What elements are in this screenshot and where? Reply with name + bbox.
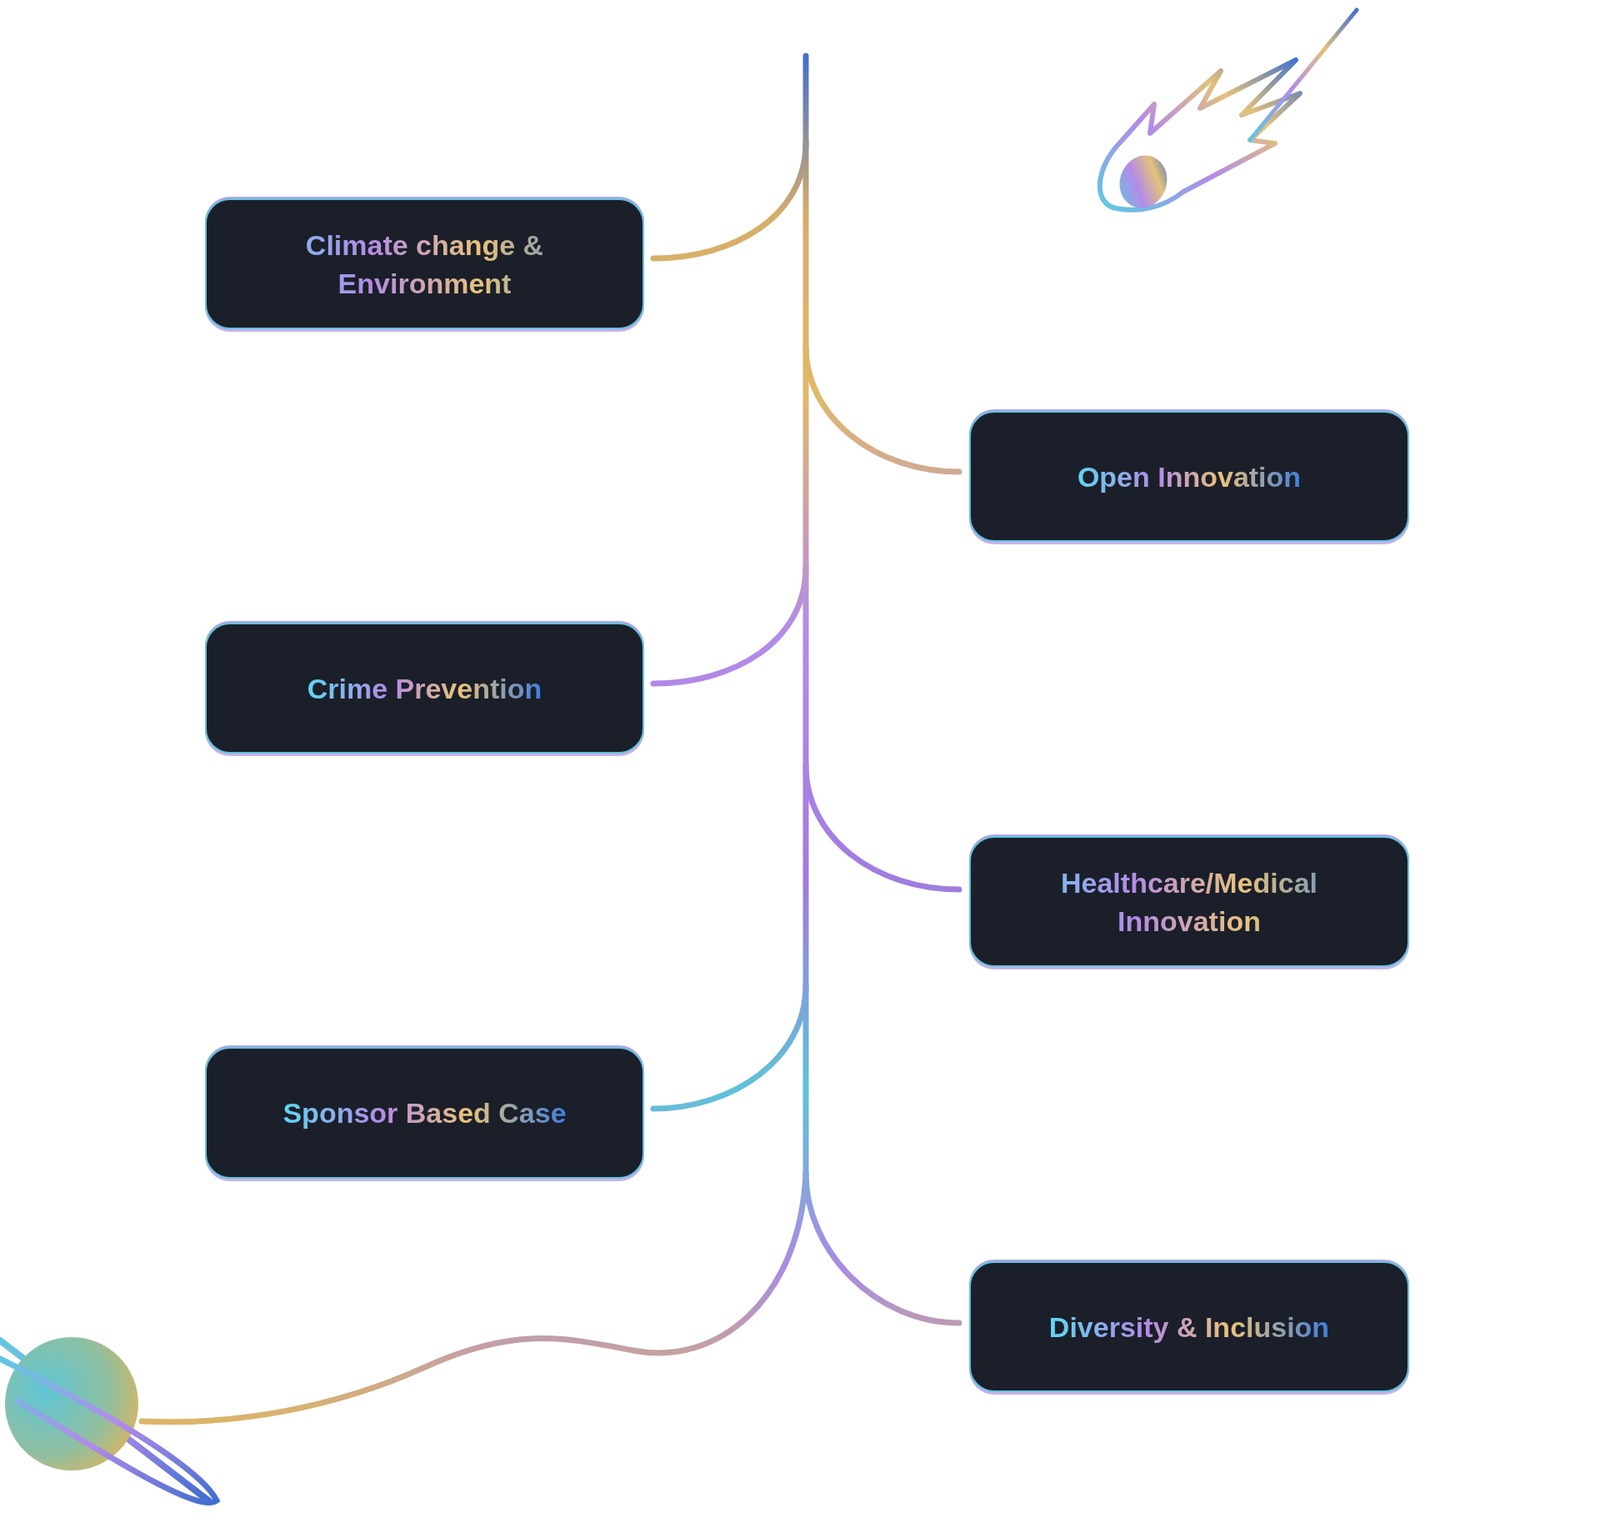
branch-line bbox=[805, 1173, 960, 1323]
tree-lines bbox=[141, 55, 960, 1422]
comet-icon bbox=[1100, 10, 1357, 215]
topic-box: Climate change & Environment bbox=[205, 198, 645, 330]
topic-box: Diversity & Inclusion bbox=[969, 1260, 1410, 1392]
branch-line bbox=[653, 566, 806, 684]
topic-box: Open Innovation bbox=[969, 410, 1410, 542]
topic-box: Sponsor Based Case bbox=[205, 1046, 645, 1179]
topic-label: Healthcare/Medical Innovation bbox=[1005, 863, 1373, 940]
topic-label: Open Innovation bbox=[1077, 457, 1301, 496]
planet-icon bbox=[0, 1336, 217, 1502]
topic-box: Healthcare/Medical Innovation bbox=[969, 835, 1410, 967]
branch-line bbox=[805, 346, 960, 472]
topic-label: Sponsor Based Case bbox=[282, 1093, 566, 1132]
branch-line bbox=[805, 765, 960, 890]
topic-label: Crime Prevention bbox=[307, 669, 543, 708]
branch-line bbox=[141, 1173, 806, 1422]
branch-line bbox=[653, 142, 806, 259]
topic-label: Diversity & Inclusion bbox=[1049, 1307, 1330, 1346]
topic-box: Crime Prevention bbox=[205, 622, 645, 754]
topic-label: Climate change & Environment bbox=[241, 225, 609, 303]
branch-line bbox=[653, 985, 806, 1109]
